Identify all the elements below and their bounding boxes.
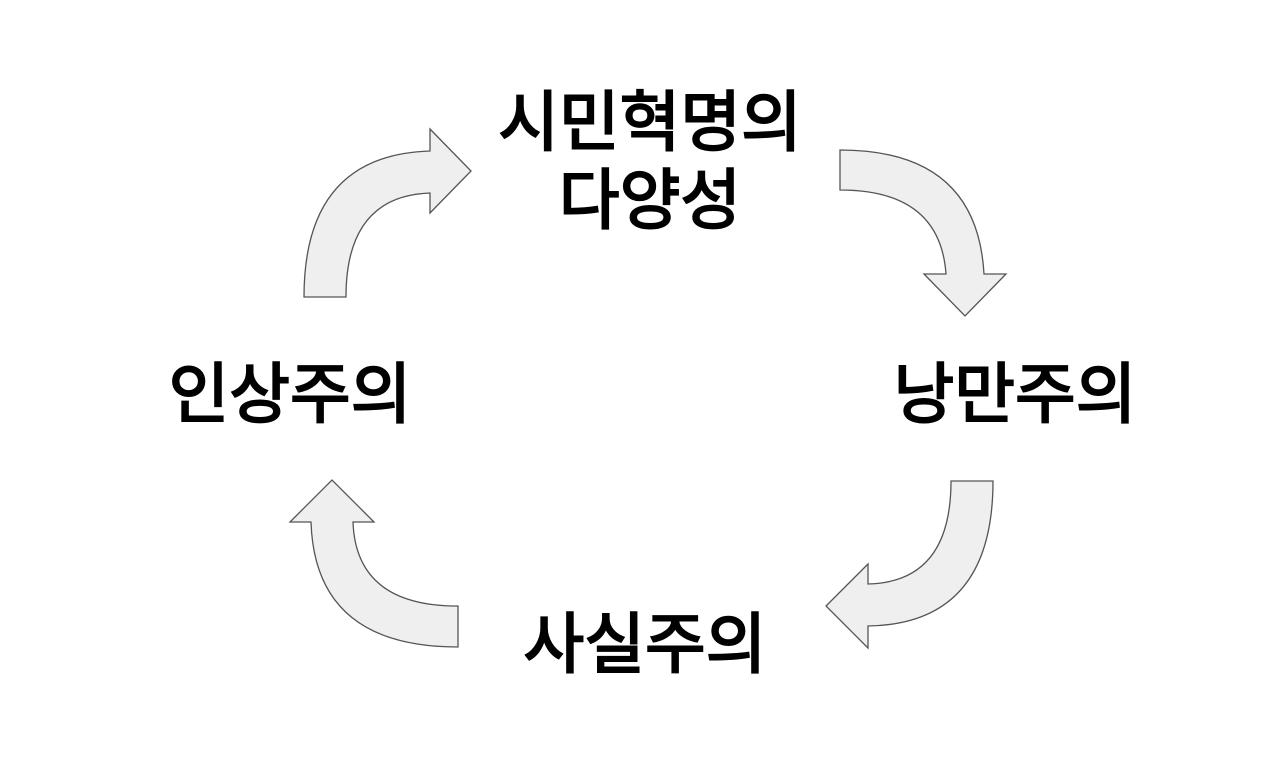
node-impressionism: 인상주의 <box>168 356 412 433</box>
arrow-bottom-to-left <box>288 479 459 648</box>
node-realism: 사실주의 <box>523 606 767 683</box>
arrow-left-to-top <box>303 127 472 298</box>
node-romanticism: 낭만주의 <box>893 356 1137 433</box>
node-top-line1: 시민혁명의 <box>498 84 802 161</box>
node-top-line2: 다양성 <box>558 162 742 239</box>
arrow-right-to-bottom <box>825 480 994 650</box>
node-civil-revolution-diversity: 시민혁명의 다양성 <box>470 84 830 240</box>
arrow-top-to-right <box>839 149 1008 317</box>
